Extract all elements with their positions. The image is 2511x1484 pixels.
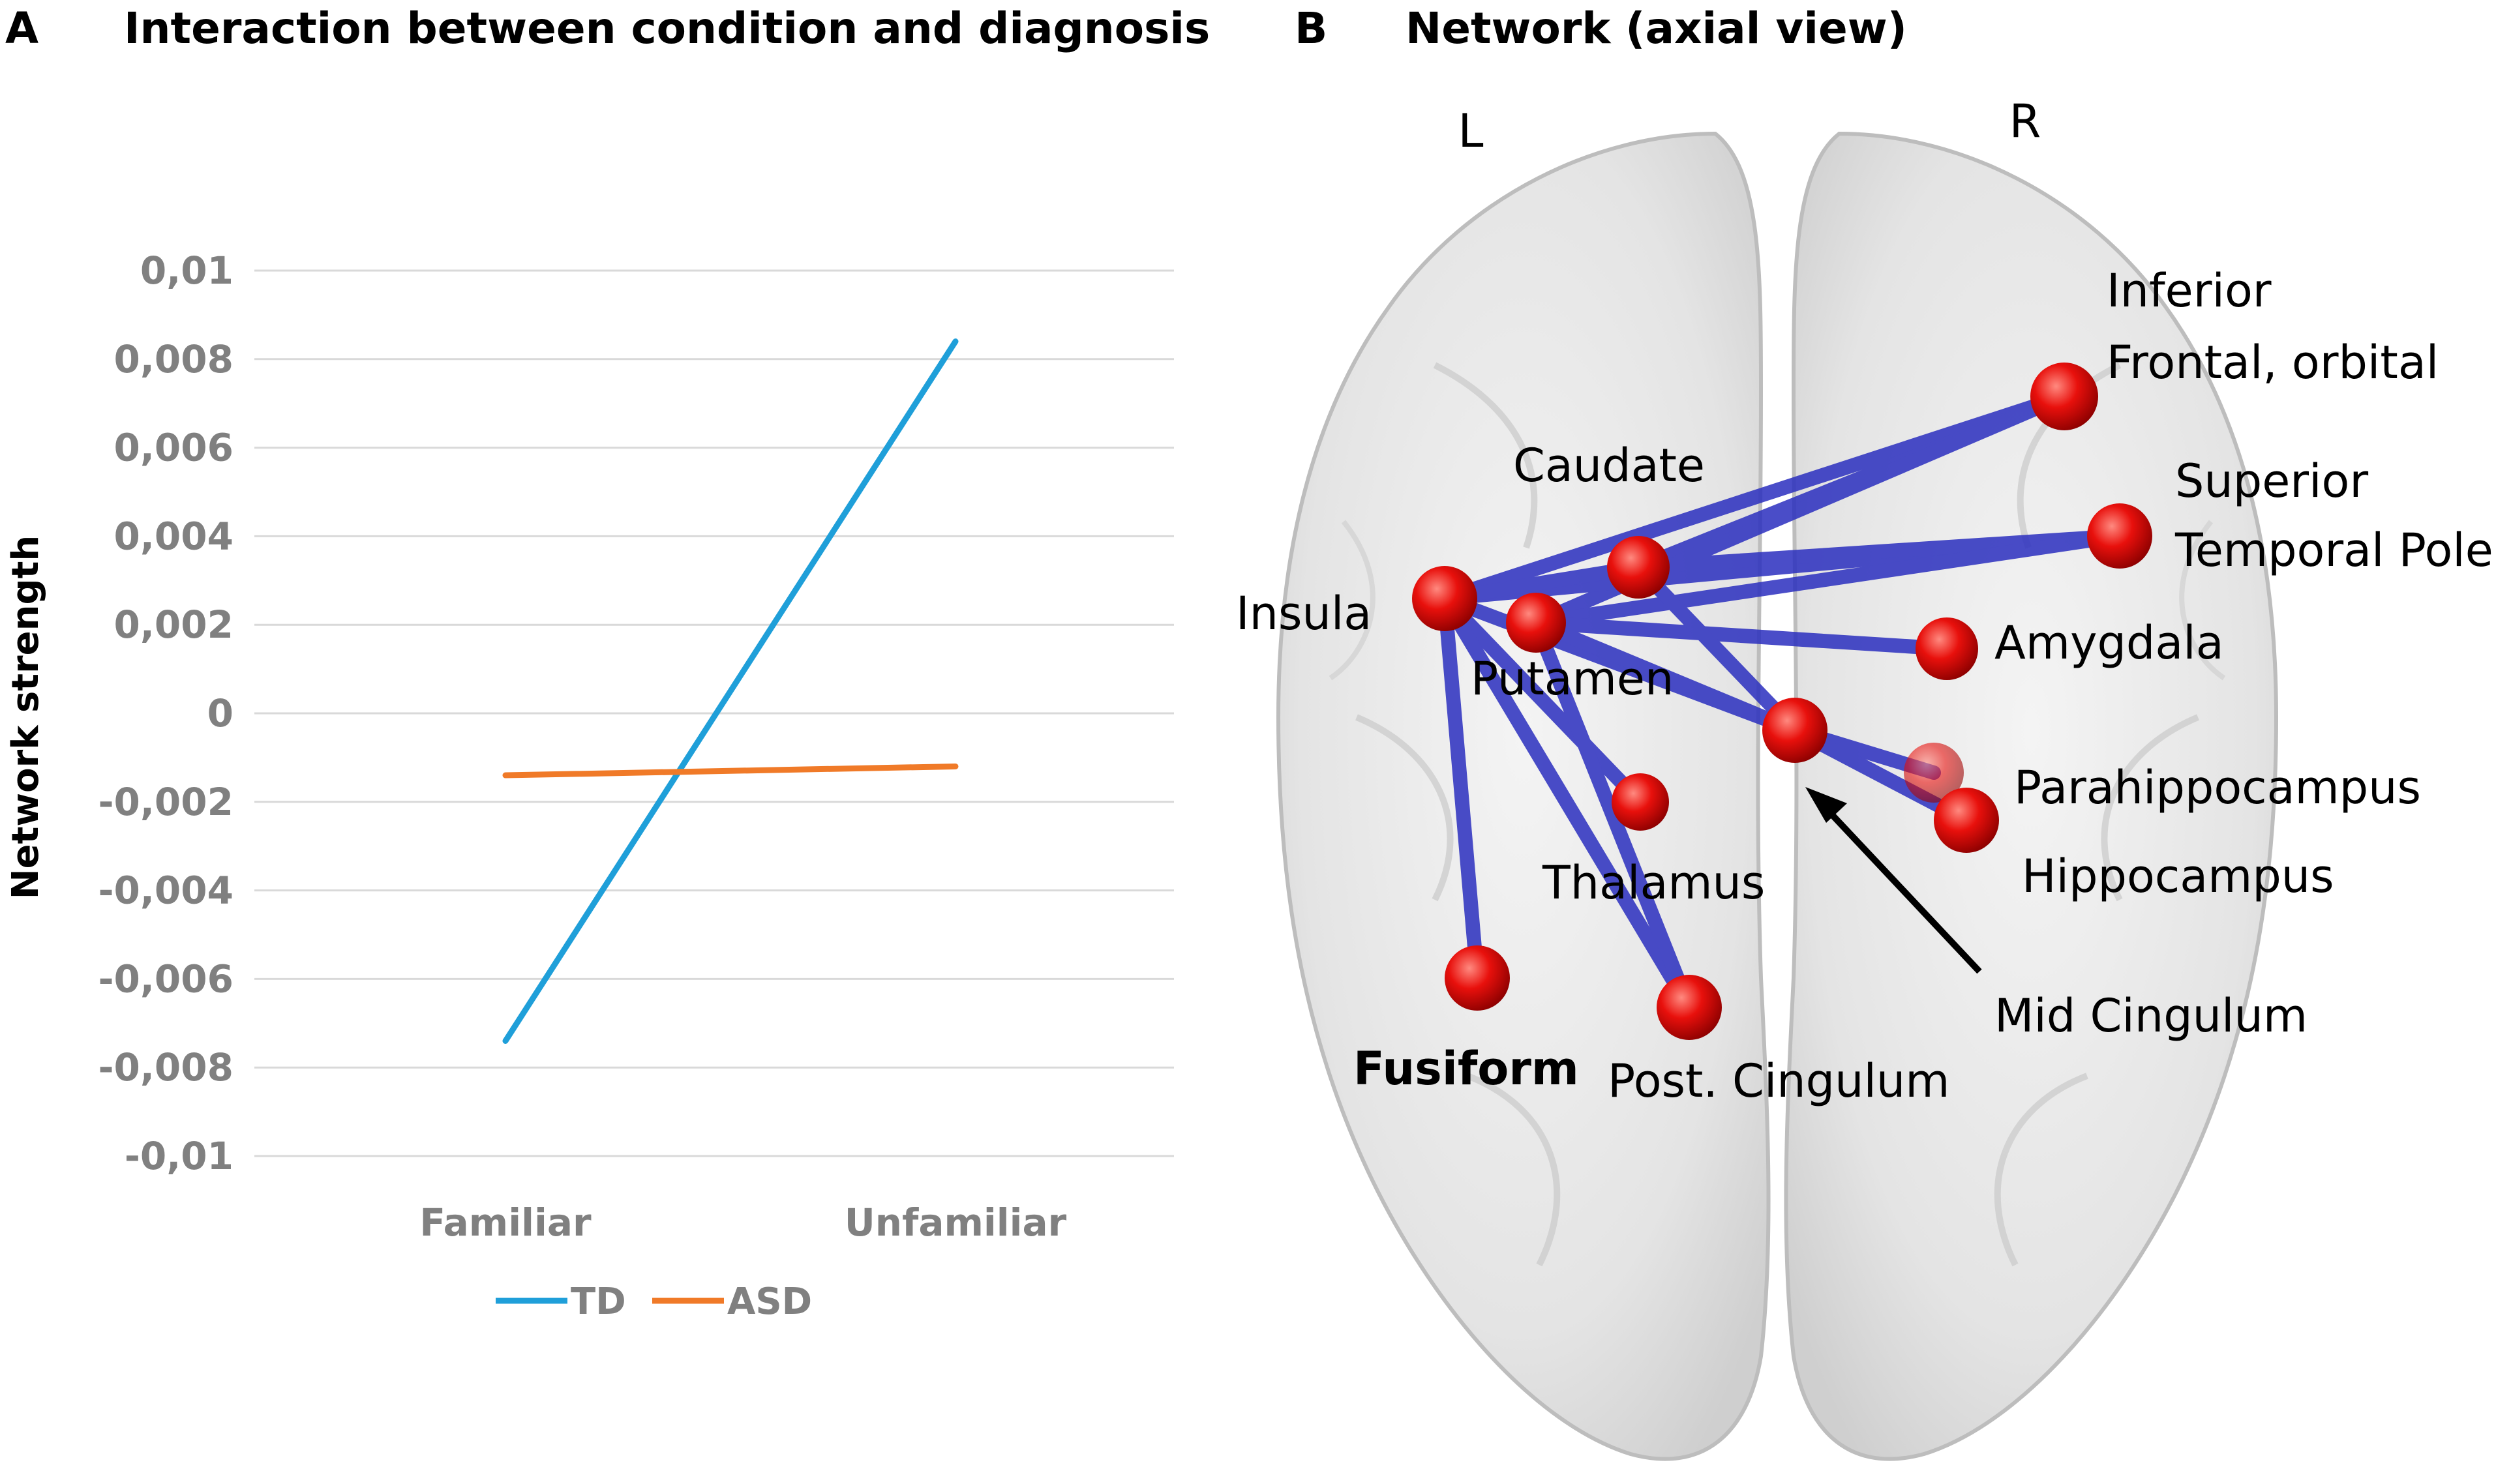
- x-tick-label: Unfamiliar: [845, 1200, 1067, 1245]
- edge-insula-inffrontorb: [1437, 389, 2071, 606]
- label-caudate: Caudate: [1513, 439, 1705, 492]
- panel-a-letter: A: [5, 3, 38, 53]
- label-amygdala: Amygdala: [1994, 616, 2224, 670]
- node-post-cingulum: [1657, 975, 1722, 1040]
- node-caudate: [1607, 536, 1670, 599]
- series-line-asd: [502, 763, 959, 779]
- network-title: Network (axial view): [1406, 3, 1907, 53]
- edge-insula-fusiform: [1437, 591, 1484, 985]
- label-sup-temp-pole-1: Superior: [2175, 454, 2368, 508]
- node-putamen: [1506, 593, 1566, 653]
- panel-b-letter: B: [1295, 3, 1327, 53]
- node-insula: [1412, 566, 1477, 631]
- edge-insula-caudate: [1437, 560, 1646, 606]
- label-fusiform: Fusiform: [1353, 1042, 1579, 1095]
- chart-title: Interaction between condition and diagno…: [124, 3, 1210, 53]
- y-tick-label: -0,004: [98, 868, 233, 913]
- label-hippocampus: Hippocampus: [2022, 850, 2334, 903]
- gyri-lines-2: [1329, 520, 2226, 681]
- x-axis-ticks: Familiar Unfamiliar: [419, 1200, 1066, 1245]
- label-sup-temp-pole-2: Temporal Pole: [2174, 524, 2493, 577]
- y-axis-ticks: 0,01 0,008 0,006 0,004 0,002 0 -0,002 -0,004 -0,…: [98, 248, 233, 1178]
- y-tick-label: 0,002: [114, 602, 233, 647]
- edge-insula-thalamus: [1437, 591, 1647, 809]
- y-tick-label: 0,004: [114, 514, 233, 558]
- y-tick-label: 0: [207, 691, 233, 735]
- legend: TD ASD: [496, 1281, 812, 1323]
- edge-putamen-postcing: [1529, 616, 1696, 1015]
- label-inf-front-orb-1: Inferior: [2107, 264, 2272, 318]
- node-parahippocampus: [1904, 743, 1964, 803]
- y-tick-label: -0,008: [98, 1045, 233, 1090]
- node-sup-temp-pole: [2087, 503, 2152, 569]
- label-inf-front-orb-2: Frontal, orbital: [2107, 336, 2439, 389]
- series-lines: [502, 338, 959, 1044]
- mid-cingulum-arrow: [1805, 787, 1982, 974]
- panel-a: A Interaction between condition and diag…: [5, 3, 1210, 1323]
- edge-putamen-midcing: [1529, 616, 1802, 737]
- node-thalamus: [1612, 773, 1669, 831]
- edge-putamen-amygdala: [1529, 616, 1954, 656]
- node-fusiform: [1445, 945, 1510, 1011]
- series-line-td: [502, 338, 959, 1044]
- label-post-cingulum: Post. Cingulum: [1608, 1054, 1949, 1108]
- node-inf-front-orb: [2030, 363, 2098, 430]
- label-thalamus: Thalamus: [1542, 856, 1765, 910]
- left-label: L: [1458, 104, 1484, 158]
- panel-b: B Network (axial view) L R: [1236, 3, 2493, 1461]
- node-mid-cingulum: [1762, 698, 1827, 763]
- edge-caudate-midcing: [1631, 560, 1802, 737]
- node-amygdala: [1916, 617, 1978, 680]
- legend-label-asd: ASD: [727, 1281, 812, 1323]
- gyri-lines: [1355, 362, 2199, 1267]
- y-tick-label: 0,01: [140, 248, 233, 293]
- y-tick-label: -0,01: [125, 1134, 233, 1178]
- label-mid-cingulum: Mid Cingulum: [1994, 989, 2308, 1043]
- right-label: R: [2009, 95, 2041, 148]
- network-nodes: [1412, 363, 2152, 1040]
- left-hemisphere: [1276, 131, 1771, 1461]
- y-tick-label: 0,008: [114, 337, 233, 381]
- legend-label-td: TD: [571, 1281, 626, 1323]
- edge-insula-postcing: [1437, 591, 1696, 1015]
- y-tick-label: 0,006: [114, 426, 233, 470]
- y-axis-label: Network strength: [5, 535, 47, 899]
- y-tick-label: -0,002: [98, 780, 233, 824]
- node-hippocampus: [1934, 788, 1999, 853]
- label-parahippocampus: Parahippocampus: [2014, 761, 2421, 814]
- y-tick-label: -0,006: [98, 957, 233, 1001]
- edge-putamen-suptemppole: [1529, 529, 2127, 630]
- label-putamen: Putamen: [1471, 652, 1674, 705]
- x-tick-label: Familiar: [419, 1200, 592, 1245]
- label-insula: Insula: [1236, 587, 1372, 640]
